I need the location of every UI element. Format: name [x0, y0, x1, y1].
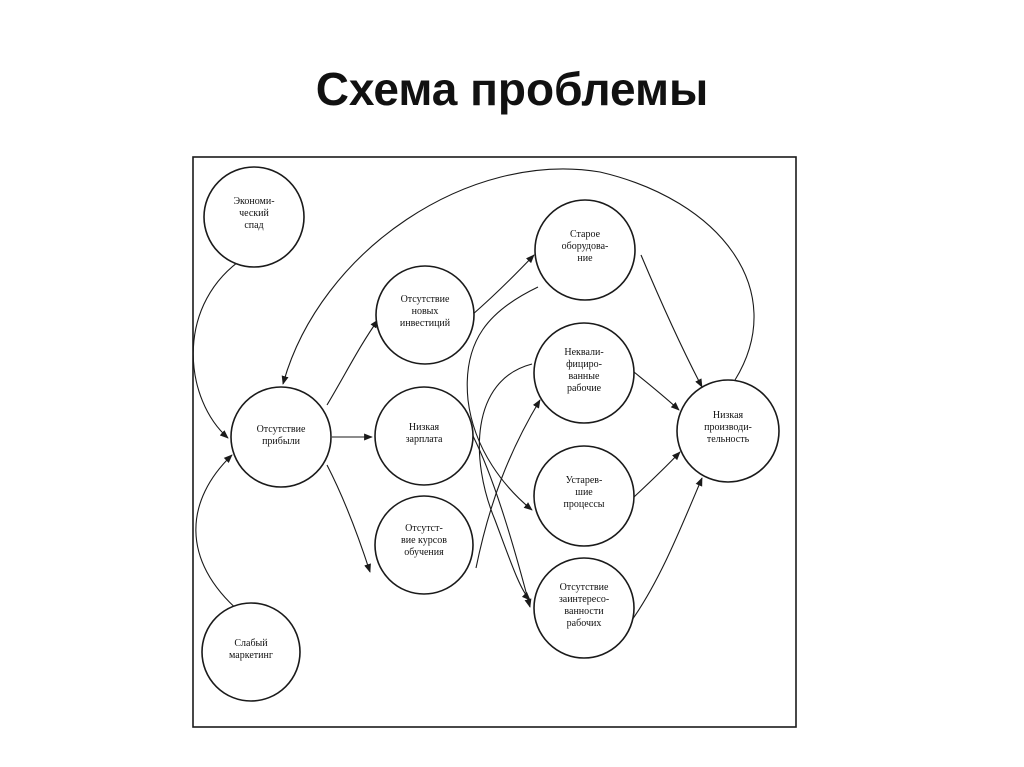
edge-training-to-unqualified	[475, 399, 541, 569]
edge-marketing-to-noprofit	[195, 454, 241, 613]
edge-salary-to-nointerest	[472, 435, 532, 608]
edge-unqualified-to-nointerest	[478, 363, 533, 601]
edge-equipment-to-productivity	[640, 254, 703, 388]
edge-noprofit-to-training	[326, 464, 371, 573]
page-title: Схема проблемы	[315, 63, 709, 115]
edge-investments-to-processes	[466, 286, 539, 511]
edge-recession-to-noprofit	[192, 261, 239, 439]
edge-nointerest-to-productivity	[631, 477, 703, 621]
edge-unqualified-to-productivity	[633, 371, 680, 411]
edge-investments-to-equipment	[471, 254, 535, 316]
edge-productivity-loop-to-noprofit	[281, 168, 755, 385]
edges	[192, 168, 755, 621]
edge-processes-to-productivity	[633, 451, 681, 498]
edge-noprofit-to-investments	[326, 319, 379, 406]
diagram-frame	[192, 156, 797, 728]
